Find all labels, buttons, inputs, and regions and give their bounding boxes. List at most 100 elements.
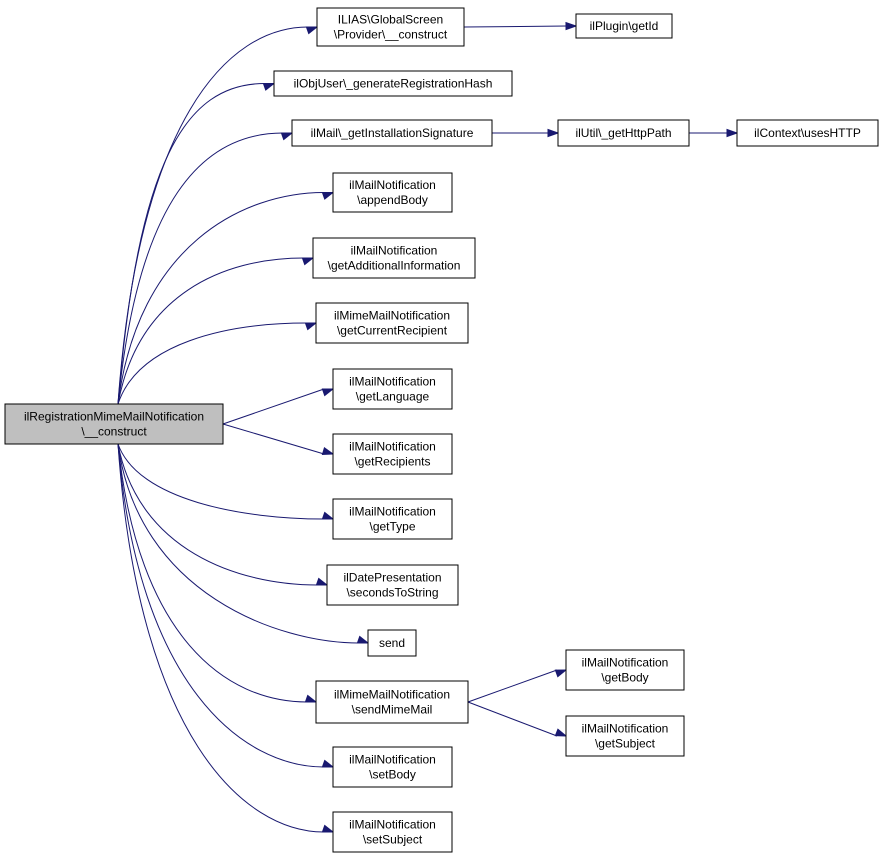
edge-root-to-get-type [117, 443, 335, 520]
edge-line [117, 443, 319, 586]
node-box [565, 715, 685, 757]
arrowhead [301, 257, 315, 266]
node-box [315, 302, 469, 344]
arrowhead [321, 388, 335, 397]
node-box [316, 7, 465, 47]
node-label-line: ilMimeMailNotification [334, 688, 450, 702]
edge-root-to-get-current-recipient [117, 322, 318, 405]
arrowhead [321, 759, 335, 768]
node-label-line: ilMailNotification [349, 178, 436, 192]
node-box [312, 237, 476, 279]
node-label-line: \appendBody [357, 193, 428, 207]
node-generate-hash[interactable]: ilObjUser\_generateRegistrationHash [273, 70, 513, 97]
edge-line [463, 25, 568, 28]
edge-root-to-send-mime-mail [117, 443, 318, 703]
node-box [332, 811, 453, 853]
node-box [332, 498, 453, 540]
arrowhead [565, 21, 578, 31]
node-box [565, 649, 685, 691]
node-label-line: \getAdditionalInformation [328, 259, 461, 273]
node-set-body[interactable]: ilMailNotification\setBody [332, 746, 453, 788]
arrowhead [554, 669, 568, 678]
node-label-line: \getBody [601, 671, 648, 685]
node-append-body[interactable]: ilMailNotification\appendBody [332, 172, 453, 213]
node-label-line: \getSubject [595, 737, 656, 751]
node-box [315, 680, 469, 724]
node-root[interactable]: ilRegistrationMimeMailNotification\__con… [4, 403, 224, 445]
node-label-line: ilMailNotification [351, 244, 438, 258]
arrowhead [547, 128, 560, 138]
node-get-http-path[interactable]: ilUtil\_getHttpPath [557, 119, 690, 147]
node-get-body[interactable]: ilMailNotification\getBody [565, 649, 685, 691]
edge-line [222, 423, 325, 455]
node-label-line: ilMail\_getInstallationSignature [311, 126, 474, 140]
node-set-subject[interactable]: ilMailNotification\setSubject [332, 811, 453, 853]
node-label-line: \setBody [369, 768, 416, 782]
edge-line [117, 83, 266, 405]
node-get-subject[interactable]: ilMailNotification\getSubject [565, 715, 685, 757]
node-plugin-getid[interactable]: ilPlugin\getId [575, 13, 673, 39]
node-get-language[interactable]: ilMailNotification\getLanguage [332, 368, 453, 410]
edge-line [117, 443, 325, 520]
node-box [332, 172, 453, 213]
node-label-line: send [379, 636, 405, 650]
arrowhead [321, 446, 335, 456]
edge-line [117, 443, 360, 644]
node-send[interactable]: send [367, 629, 417, 657]
node-label-line: \secondsToString [346, 586, 438, 600]
node-box [291, 119, 493, 147]
edge-line [117, 322, 308, 405]
node-box [557, 119, 690, 147]
edge-line [117, 443, 325, 768]
edge-root-to-get-additional-info [117, 257, 315, 405]
node-label-line: \Provider\__construct [334, 28, 448, 42]
node-label-line: \sendMimeMail [352, 703, 433, 717]
edge-get-http-path-to-uses-http [689, 128, 739, 138]
node-box [332, 433, 453, 475]
edge-root-to-get-language [222, 388, 335, 425]
edge-gs-provider-construct-to-plugin-getid [463, 21, 578, 31]
node-label-line: ilMimeMailNotification [334, 309, 450, 323]
node-box [575, 13, 673, 39]
edge-install-signature-to-get-http-path [492, 128, 560, 138]
node-box [332, 746, 453, 788]
node-label-line: ilRegistrationMimeMailNotification [24, 410, 204, 424]
node-label-line: \setSubject [363, 833, 423, 847]
node-uses-http[interactable]: ilContext\usesHTTP [736, 119, 879, 147]
node-label-line: ilDatePresentation [343, 571, 441, 585]
node-label-line: ilContext\usesHTTP [754, 126, 861, 140]
edge-root-to-set-subject [117, 443, 335, 833]
node-label-line: ilMailNotification [349, 375, 436, 389]
node-label-line: \getLanguage [356, 390, 430, 404]
edge-root-to-send [117, 443, 370, 644]
arrowhead [321, 192, 335, 200]
edge-root-to-seconds-to-string [117, 443, 329, 586]
node-box [367, 629, 417, 657]
node-get-current-recipient[interactable]: ilMimeMailNotification\getCurrentRecipie… [315, 302, 469, 344]
node-box [273, 70, 513, 97]
arrowhead [726, 128, 739, 138]
node-label-line: ilMailNotification [349, 818, 436, 832]
edge-line [117, 443, 308, 703]
call-edges [117, 21, 739, 833]
node-label-line: ilUtil\_getHttpPath [575, 126, 671, 140]
arrowhead [554, 728, 568, 737]
edge-line [117, 257, 305, 405]
node-label-line: \__construct [81, 425, 147, 439]
node-box [736, 119, 879, 147]
node-gs-provider-construct[interactable]: ILIAS\GlobalScreen\Provider\__construct [316, 7, 465, 47]
node-label-line: ilMailNotification [349, 753, 436, 767]
node-label-line: ilMailNotification [349, 505, 436, 519]
node-get-type[interactable]: ilMailNotification\getType [332, 498, 453, 540]
edge-line [117, 132, 284, 405]
node-label-line: ILIAS\GlobalScreen [338, 13, 443, 27]
node-seconds-to-string[interactable]: ilDatePresentation\secondsToString [326, 564, 459, 606]
node-get-recipients[interactable]: ilMailNotification\getRecipients [332, 433, 453, 475]
function-nodes: ilRegistrationMimeMailNotification\__con… [4, 7, 879, 853]
arrowhead [356, 635, 370, 644]
node-get-additional-info[interactable]: ilMailNotification\getAdditionalInformat… [312, 237, 476, 279]
node-send-mime-mail[interactable]: ilMimeMailNotification\sendMimeMail [315, 680, 469, 724]
node-install-signature[interactable]: ilMail\_getInstallationSignature [291, 119, 493, 147]
node-box [4, 403, 224, 445]
